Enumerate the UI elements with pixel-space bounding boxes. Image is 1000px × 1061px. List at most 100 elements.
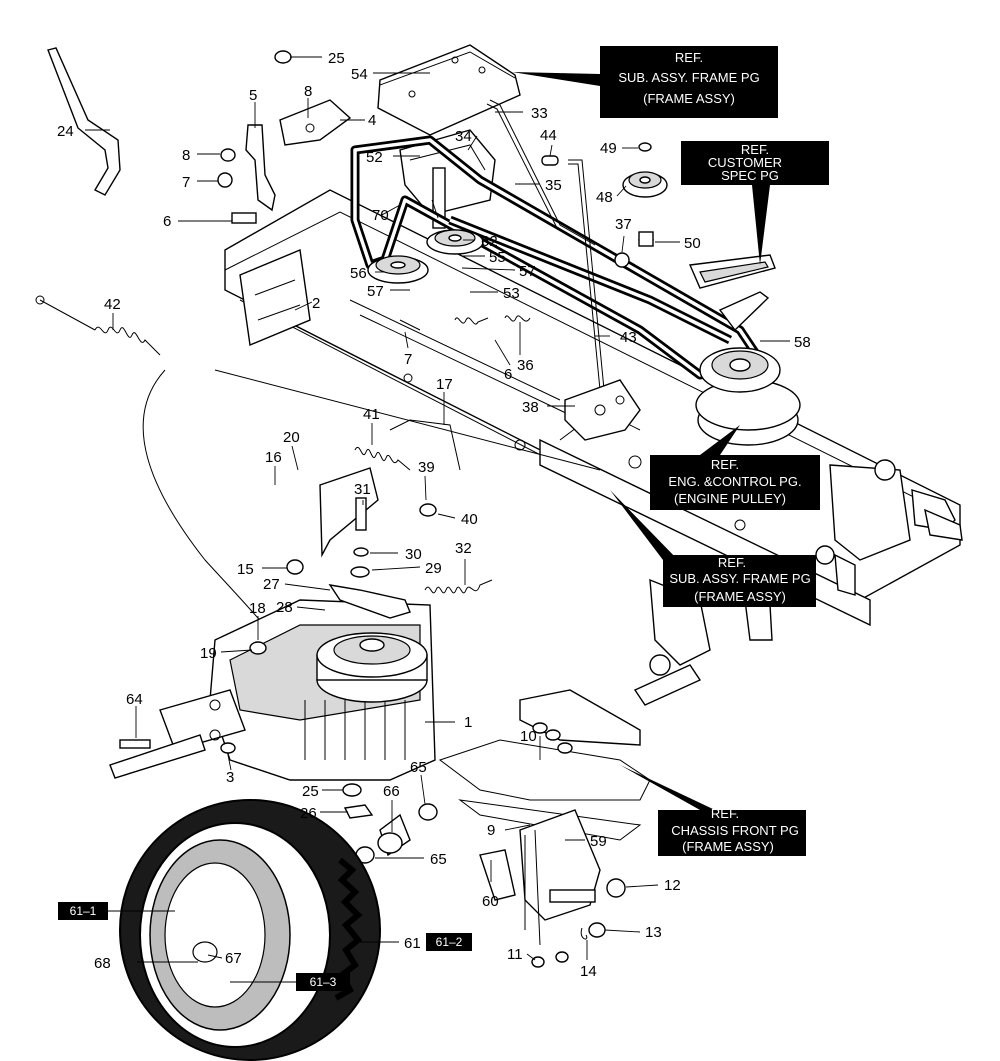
ref-subassy-top-line3: (FRAME ASSY) <box>643 91 735 106</box>
svg-text:61–3: 61–3 <box>310 975 337 989</box>
callout-64: 64 <box>126 691 143 708</box>
spring-30 <box>353 547 369 557</box>
callout-5: 5 <box>249 87 257 104</box>
callout-8a: 8 <box>182 147 190 164</box>
clip-26 <box>343 804 374 819</box>
callout-65a: 65 <box>410 759 427 776</box>
ref-subassy-mid-line2: SUB. ASSY. FRAME PG <box>669 571 810 586</box>
callout-61: 61 <box>404 935 421 952</box>
callout-58: 58 <box>794 334 811 351</box>
clip-14 <box>580 927 588 940</box>
callout-36: 36 <box>517 357 534 374</box>
callout-35: 35 <box>545 177 562 194</box>
ref-chassis-line3: (FRAME ASSY) <box>682 839 774 854</box>
callout-30: 30 <box>405 546 422 563</box>
control-rod-43 <box>568 159 606 401</box>
callout-28: 28 <box>276 599 293 616</box>
callout-54: 54 <box>351 66 368 83</box>
linkage-38 <box>564 379 641 441</box>
control-rod-33 <box>486 99 596 249</box>
callout-43: 43 <box>620 329 637 346</box>
washer-3 <box>220 742 236 754</box>
knob-15 <box>286 559 304 575</box>
callout-34: 34 <box>455 128 472 145</box>
callout-25a: 25 <box>328 50 345 67</box>
ref-engine-line3: (ENGINE PULLEY) <box>674 491 786 506</box>
ref-box-engine: REF. ENG. &CONTROL PG. (ENGINE PULLEY) <box>650 425 820 510</box>
callout-19: 19 <box>200 645 217 662</box>
bushing-37 <box>614 252 630 268</box>
tag-61-2: 61–2 <box>426 933 472 951</box>
callout-9: 9 <box>487 822 495 839</box>
nut-11b <box>555 951 569 963</box>
transaxle-pulley <box>316 632 428 703</box>
front-chassis <box>438 689 651 968</box>
callout-32: 32 <box>455 540 472 557</box>
svg-text:61–1: 61–1 <box>70 904 97 918</box>
ref-subassy-top-line2: SUB. ASSY. FRAME PG <box>618 70 759 85</box>
callout-12: 12 <box>664 877 681 894</box>
key-64 <box>119 739 151 749</box>
callout-56: 56 <box>350 265 367 282</box>
spacer-66 <box>377 813 411 857</box>
pin-44 <box>541 155 559 166</box>
callout-26: 26 <box>300 805 317 822</box>
bolt-6 <box>231 212 257 224</box>
ref-box-customer: REF. CUSTOMER SPEC PG <box>681 141 829 265</box>
callout-15: 15 <box>237 561 254 578</box>
rod-17 <box>389 419 461 471</box>
callout-39: 39 <box>418 459 435 476</box>
callout-67: 67 <box>225 950 242 967</box>
callout-25b: 25 <box>302 783 319 800</box>
callout-41: 41 <box>363 406 380 423</box>
callout-57a: 57 <box>519 263 536 280</box>
callout-44: 44 <box>540 127 557 144</box>
ref-subassy-mid-line3: (FRAME ASSY) <box>694 589 786 604</box>
pedal-58 <box>688 254 776 332</box>
callout-11: 11 <box>507 946 523 963</box>
shift-arm-27 <box>328 584 411 619</box>
washer-25 <box>274 50 292 64</box>
callout-7a: 7 <box>182 174 190 191</box>
washer-25b <box>342 783 362 797</box>
callout-49: 49 <box>600 140 617 157</box>
callout-65b: 65 <box>430 851 447 868</box>
callout-4: 4 <box>368 112 376 129</box>
rear-tire <box>119 799 381 1061</box>
callout-62: 62 <box>481 233 498 250</box>
callout-27: 27 <box>263 576 280 593</box>
callout-16: 16 <box>265 449 282 466</box>
spring-36 <box>454 315 531 325</box>
callout-38: 38 <box>522 399 539 416</box>
ref-engine-line1: REF. <box>711 457 739 472</box>
callout-66: 66 <box>383 783 400 800</box>
ref-chassis-line1: REF. <box>711 806 739 821</box>
callout-2: 2 <box>312 295 320 312</box>
callout-8b: 8 <box>304 83 312 100</box>
callout-33: 33 <box>531 105 548 122</box>
tag-61-3: 61–3 <box>230 973 350 991</box>
ref-chassis-line2: CHASSIS FRONT PG <box>671 823 799 838</box>
washer-18 <box>249 641 267 655</box>
callout-14: 14 <box>580 963 597 980</box>
callout-53: 53 <box>503 285 520 302</box>
callout-17: 17 <box>436 376 453 393</box>
bolt-31 <box>355 497 367 531</box>
callout-50: 50 <box>684 235 701 252</box>
top-plate <box>377 44 521 136</box>
callout-37: 37 <box>615 216 632 233</box>
shift-bracket-16 <box>319 467 379 558</box>
bracket-4 <box>279 99 352 146</box>
callout-55: 55 <box>489 249 506 266</box>
ref-box-chassis: REF. CHASSIS FRONT PG (FRAME ASSY) <box>620 765 806 856</box>
engine-pulley <box>695 347 801 446</box>
callout-59: 59 <box>590 833 607 850</box>
ref-subassy-top-line1: REF. <box>675 50 703 65</box>
ref-customer-line1: REF. <box>741 142 769 157</box>
callout-57b: 57 <box>367 283 384 300</box>
callout-13: 13 <box>645 924 662 941</box>
callout-40: 40 <box>461 511 478 528</box>
nut-8 <box>220 148 236 162</box>
ref-box-subassy-top: REF. SUB. ASSY. FRAME PG (FRAME ASSY) <box>512 46 778 118</box>
idler-pulley-62 <box>426 229 484 255</box>
